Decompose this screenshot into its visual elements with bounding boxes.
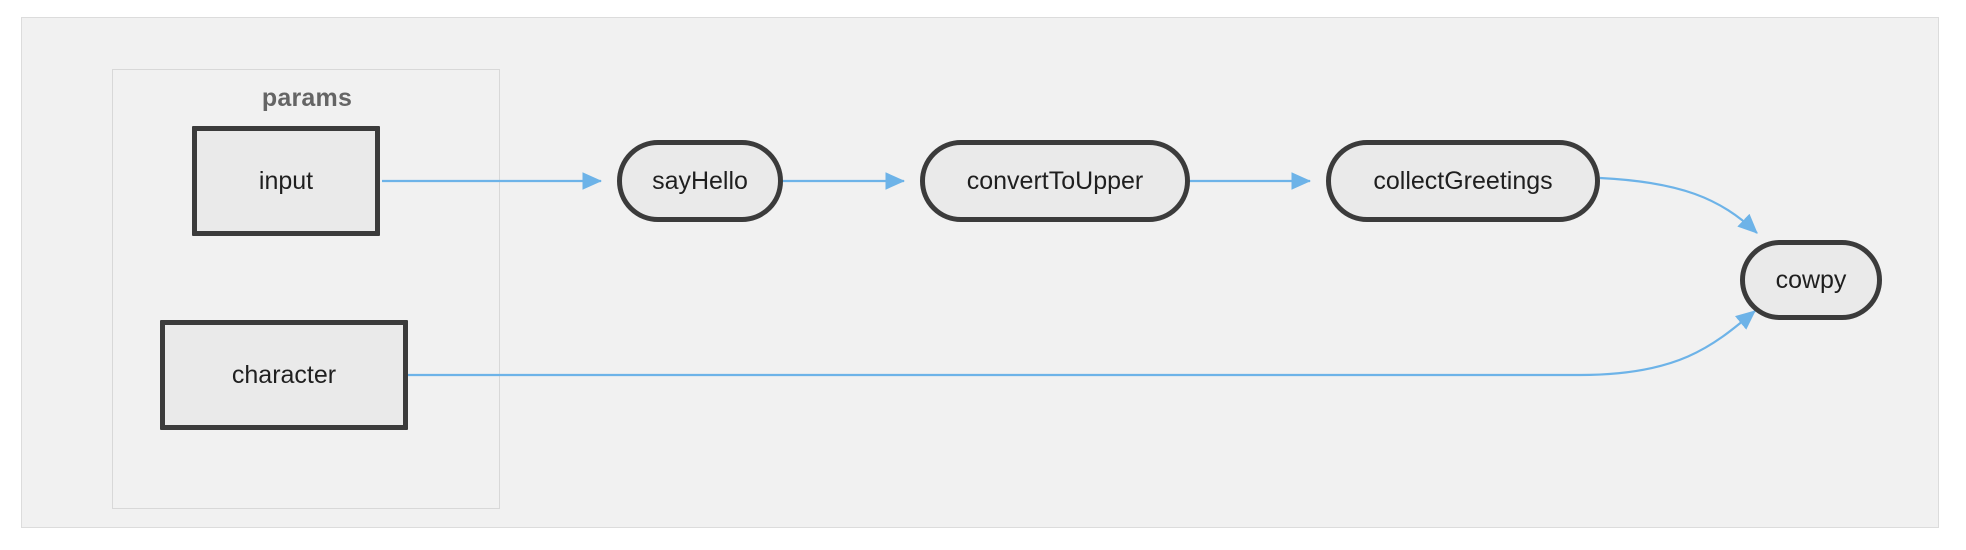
subgraph-params-label: params — [261, 84, 353, 112]
node-sayhello[interactable]: sayHello — [617, 140, 783, 222]
node-converttoupper[interactable]: convertToUpper — [920, 140, 1190, 222]
node-converttoupper-label: convertToUpper — [966, 166, 1144, 195]
node-character-label: character — [231, 360, 337, 389]
node-input[interactable]: input — [192, 126, 380, 236]
node-input-label: input — [258, 166, 314, 195]
node-collectgreetings[interactable]: collectGreetings — [1326, 140, 1600, 222]
node-collectgreetings-label: collectGreetings — [1373, 166, 1553, 195]
diagram-container: params — [21, 17, 1939, 528]
node-character[interactable]: character — [160, 320, 408, 430]
node-cowpy[interactable]: cowpy — [1740, 240, 1882, 320]
node-sayhello-label: sayHello — [652, 166, 748, 195]
node-cowpy-label: cowpy — [1775, 265, 1847, 294]
